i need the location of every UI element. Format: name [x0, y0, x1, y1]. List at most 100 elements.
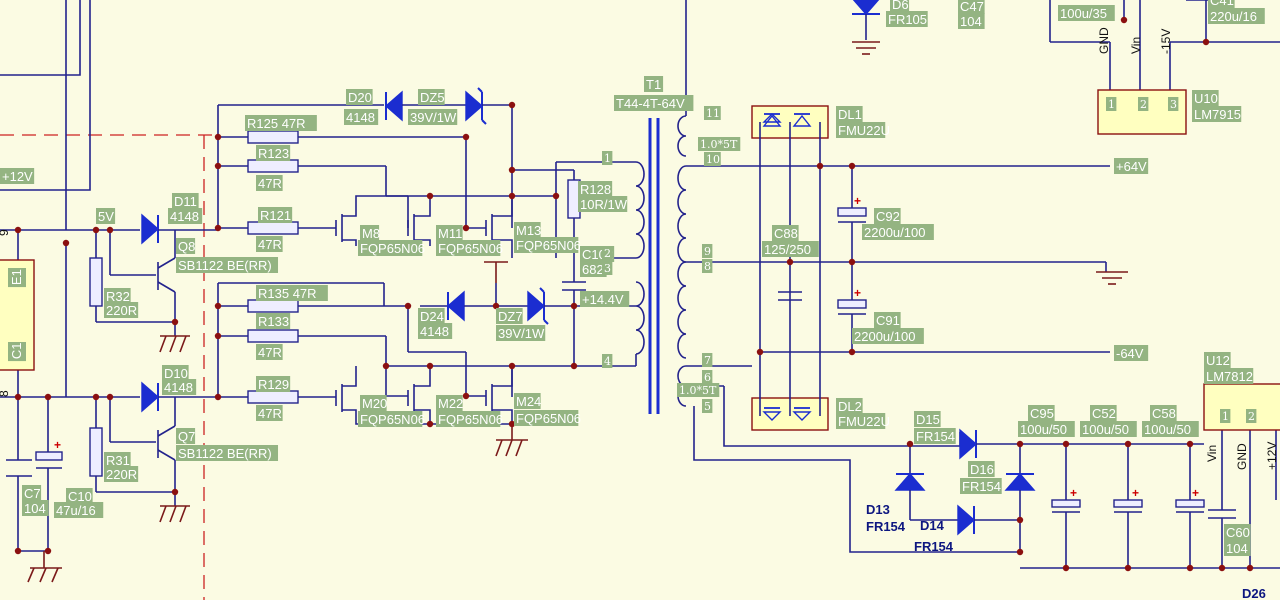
svg-text:C60: C60: [1226, 525, 1250, 540]
component-label: D24: [418, 308, 445, 324]
svg-text:2200u/100: 2200u/100: [864, 225, 925, 240]
component-label: M11: [436, 225, 463, 241]
svg-text:1.0*5T: 1.0*5T: [679, 384, 717, 397]
lower-driver: [89, 381, 218, 523]
component-label: FQP65N06: [436, 240, 503, 256]
pin-label: 1: [602, 151, 613, 165]
svg-text:100u/35: 100u/35: [1060, 6, 1107, 21]
svg-text:U12: U12: [1206, 353, 1230, 368]
component-label: 47R: [256, 175, 283, 191]
component-label: FQP65N06: [358, 411, 425, 427]
pin-label: 1: [1106, 97, 1117, 111]
svg-text:4148: 4148: [420, 324, 449, 339]
component-label: 47R: [256, 236, 283, 252]
svg-text:D11: D11: [174, 194, 197, 209]
component-label: 5V: [96, 208, 116, 224]
component-label: FQP65N06: [514, 237, 581, 253]
pin-label: 2: [1138, 97, 1149, 111]
svg-text:M22: M22: [438, 396, 463, 411]
component-label: FQP65N06: [436, 411, 503, 427]
svg-text:DZ7: DZ7: [498, 309, 523, 324]
svg-text:M8: M8: [362, 226, 380, 241]
svg-text:+: +: [54, 438, 61, 452]
svg-text:6: 6: [704, 371, 711, 384]
svg-text:M24: M24: [516, 394, 541, 409]
svg-text:R128: R128: [580, 182, 611, 197]
svg-text:7: 7: [704, 354, 711, 367]
svg-text:4148: 4148: [164, 380, 193, 395]
svg-text:U10: U10: [1194, 91, 1218, 106]
pin-label: 1.0*5T: [677, 383, 720, 397]
svg-text:D6: D6: [892, 0, 909, 12]
svg-text:R135 47R: R135 47R: [258, 286, 317, 301]
component-label: +12V: [0, 168, 35, 184]
svg-text:100u/50: 100u/50: [1082, 422, 1129, 437]
pin-label: 1: [1220, 409, 1231, 423]
svg-text:D10: D10: [164, 366, 188, 381]
svg-text:C88: C88: [774, 226, 798, 241]
svg-text:5V: 5V: [98, 209, 114, 224]
component-label: D6: [890, 0, 910, 12]
svg-text:FQP65N06: FQP65N06: [360, 412, 425, 427]
component-label: D11: [172, 193, 199, 209]
svg-text:3: 3: [1170, 98, 1177, 111]
component-label: LM7812: [1204, 368, 1254, 384]
svg-text:1: 1: [1108, 98, 1115, 111]
component-label: C47: [958, 0, 985, 14]
transformer-t1: [635, 0, 1106, 553]
svg-text:FQP65N06: FQP65N06: [360, 241, 425, 256]
pin-label: 2: [1246, 409, 1257, 423]
component-label: D10: [162, 365, 189, 381]
component-label: R128: [578, 181, 613, 197]
component-label: C88: [772, 225, 799, 241]
svg-text:C52: C52: [1092, 406, 1116, 421]
component-label: R129: [256, 376, 291, 392]
svg-text:1.0*5T: 1.0*5T: [700, 138, 738, 151]
component-label: C7: [22, 485, 42, 501]
component-label: R121: [258, 207, 293, 223]
component-label: 100u/35: [1058, 5, 1115, 21]
component-label: 220u/16: [1208, 8, 1265, 24]
svg-text:100u/50: 100u/50: [1020, 422, 1067, 437]
svg-text:M20: M20: [362, 396, 387, 411]
svg-text:220R: 220R: [106, 303, 137, 318]
svg-text:2: 2: [1248, 410, 1255, 423]
component-label: 47R: [256, 405, 283, 421]
pin-label: 11: [704, 106, 721, 120]
component-label: 10R/1W: [578, 196, 628, 212]
svg-text:3: 3: [604, 262, 611, 275]
svg-text:C92: C92: [876, 209, 900, 224]
component-label: C92: [874, 208, 901, 224]
svg-text:R121: R121: [260, 208, 291, 223]
component-label: 100u/50: [1142, 421, 1199, 437]
bold-component-label: D13: [866, 502, 890, 517]
component-label: 4148: [168, 208, 203, 224]
svg-text:FR154: FR154: [916, 429, 955, 444]
lower-gate-network: [217, 261, 636, 404]
svg-text:+: +: [1070, 486, 1077, 500]
svg-text:FMU22U: FMU22U: [838, 414, 890, 429]
component-label: 2200u/100: [852, 328, 924, 344]
svg-text:E1: E1: [9, 269, 24, 285]
junction-dots: [14, 16, 1254, 572]
svg-text:T44-4T-64V: T44-4T-64V: [616, 96, 685, 111]
svg-text:2: 2: [1140, 98, 1147, 111]
svg-text:FR105: FR105: [888, 12, 927, 27]
component-label: M8: [360, 225, 380, 241]
svg-text:100u/50: 100u/50: [1144, 422, 1191, 437]
svg-text:9: 9: [704, 245, 711, 258]
component-label: +14.4V: [580, 291, 630, 307]
component-label: T1: [644, 76, 664, 92]
svg-text:C10: C10: [68, 489, 92, 504]
svg-text:C91: C91: [876, 313, 900, 328]
pin-label: 5: [702, 399, 713, 413]
component-label: FR154: [914, 428, 956, 444]
component-label: R32: [104, 288, 131, 304]
component-label: 4148: [162, 379, 197, 395]
component-label: D20: [346, 89, 373, 105]
component-label: 125/250: [762, 241, 819, 257]
svg-text:104: 104: [24, 501, 46, 516]
svg-text:R129: R129: [258, 377, 289, 392]
svg-text:Q8: Q8: [178, 239, 195, 254]
